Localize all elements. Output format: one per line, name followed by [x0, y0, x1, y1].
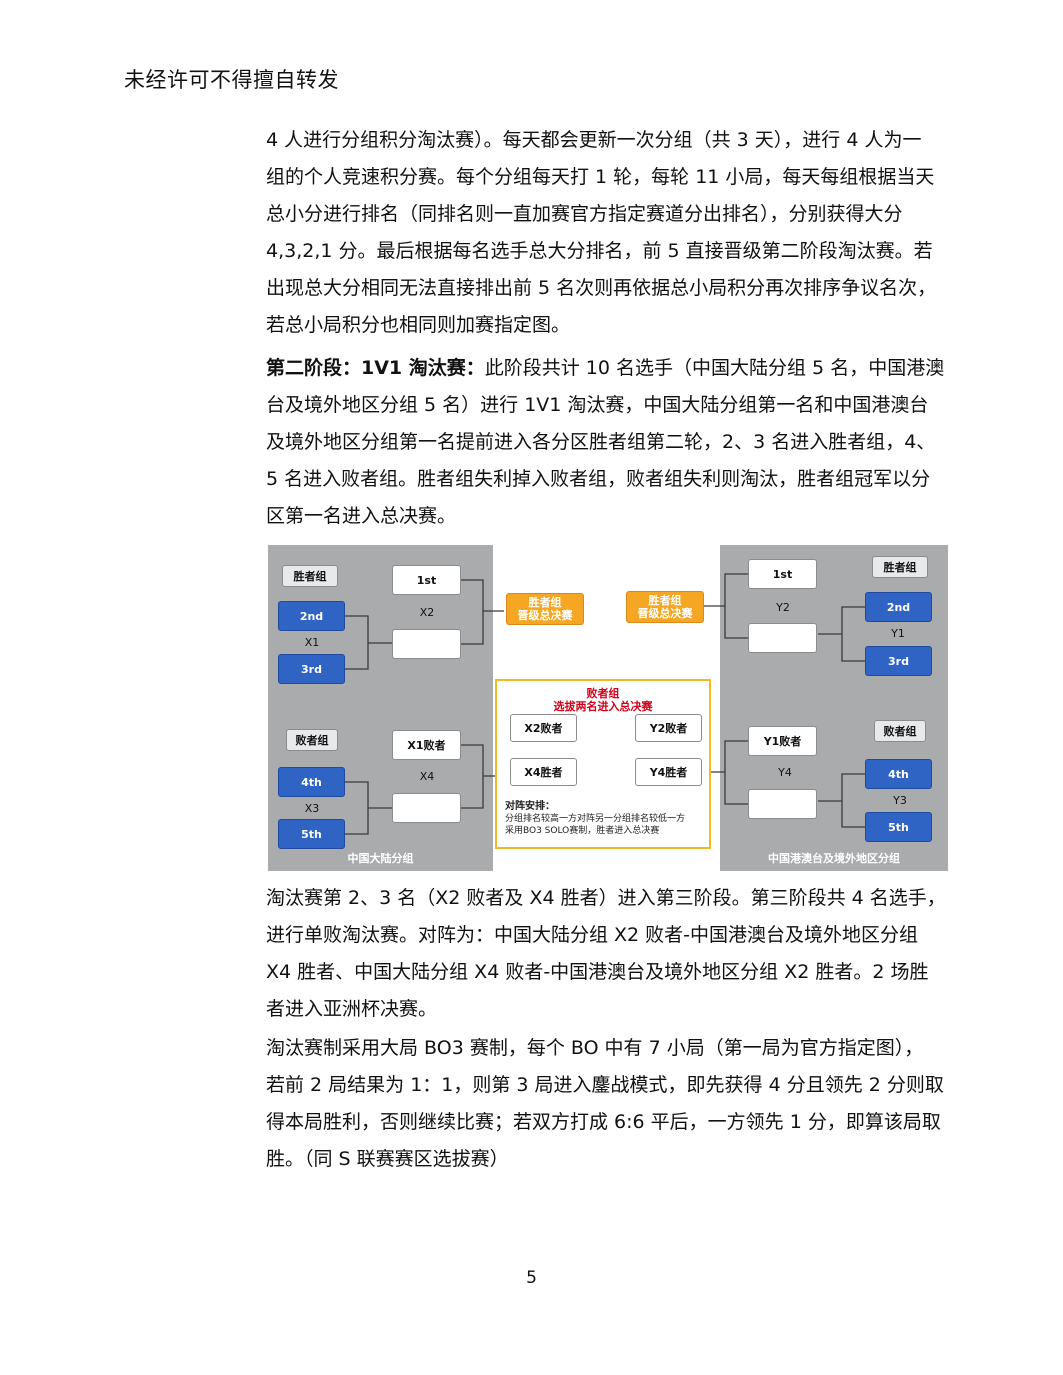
text-line: X4 胜者、中国大陆分组 X4 败者-中国港澳台及境外地区分组 X2 胜者。2 … — [266, 961, 929, 983]
text-line: 4,3,2,1 分。最后根据每名选手总大分排名，前 5 直接晋级第二阶段淘汰赛。… — [266, 240, 933, 262]
match-x3-label: X3 — [304, 802, 320, 815]
text-line: 台及境外地区分组 5 名）进行 1V1 淘汰赛，中国大陆分组第一名和中国港澳台 — [266, 394, 929, 416]
seed-1st-box: 1st — [748, 559, 817, 589]
y4-winner-box: Y4胜者 — [635, 758, 702, 786]
seed-1st-box: 1st — [392, 565, 461, 595]
matchup-notes: 对阵安排： 分组排名较高一方对阵另一分组排名较低一方 采用BO3 SOLO赛制，… — [505, 801, 685, 837]
losers-bracket-tag: 败者组 — [874, 720, 926, 742]
losers-final-title-line-2: 选拔两名进入总决赛 — [553, 700, 653, 713]
text-line: 区第一名进入总决赛。 — [266, 505, 457, 527]
match-x2-label: X2 — [419, 606, 435, 619]
losers-final-title-line-1: 败者组 — [586, 687, 620, 700]
text-line: 5 名进入败者组。胜者组失利掉入败者组，败者组失利则淘汰，胜者组冠军以分 — [266, 468, 931, 490]
page-header: 未经许可不得擅自转发 — [124, 68, 339, 92]
seed-4th-box: 4th — [278, 767, 345, 797]
text-line: 得本局胜利，否则继续比赛；若双方打成 6:6 平后，一方领先 1 分，即算该局取 — [266, 1111, 941, 1133]
seed-5th-box: 5th — [278, 819, 345, 849]
x1-loser-box: X1败者 — [392, 730, 461, 760]
page-number: 5 — [526, 1268, 537, 1288]
text-line: 淘汰赛第 2、3 名（X2 败者及 X4 胜者）进入第三阶段。第三阶段共 4 名… — [266, 887, 946, 909]
y2-loser-box: Y2败者 — [635, 714, 702, 742]
text-line: 第二阶段：1V1 淘汰赛：此阶段共计 10 名选手（中国大陆分组 5 名，中国港… — [266, 350, 956, 387]
paragraph-stage-two: 第二阶段：1V1 淘汰赛：此阶段共计 10 名选手（中国大陆分组 5 名，中国港… — [266, 350, 956, 535]
seed-2nd-box: 2nd — [278, 601, 345, 631]
text-line: 淘汰赛制采用大局 BO3 赛制，每个 BO 中有 7 小局（第一局为官方指定图）… — [266, 1037, 924, 1059]
match-x1-label: X1 — [304, 636, 320, 649]
text-line: 总小分进行排名（同排名则一直加赛官方指定赛道分出排名），分别获得大分 — [266, 203, 903, 225]
advance-line-2: 晋级总决赛 — [637, 607, 693, 620]
match-x4-label: X4 — [419, 770, 435, 783]
losers-final-panel: 败者组 选拔两名进入总决赛 X2败者 X4胜者 Y2败者 Y4胜者 对阵安排： … — [495, 679, 711, 849]
x3-winner-slot — [392, 793, 461, 823]
right-advance-final-box: 胜者组 晋级总决赛 — [626, 591, 704, 623]
bracket-connector-lines — [345, 573, 865, 835]
x2-loser-box: X2败者 — [510, 714, 577, 742]
mainland-group-caption: 中国大陆分组 — [347, 852, 414, 865]
text-line: 出现总大分相同无法直接排出前 5 名次则再依据总小局积分再次排序争议名次， — [266, 277, 937, 299]
y1-loser-box: Y1败者 — [748, 726, 817, 756]
x1-winner-slot — [392, 629, 461, 659]
text-line: 若前 2 局结果为 1：1，则第 3 局进入鏖战模式，即先获得 4 分且领先 2… — [266, 1074, 944, 1096]
y3-winner-slot — [748, 789, 817, 819]
advance-line-1: 胜者组 — [648, 594, 682, 607]
text-line: 及境外地区分组第一名提前进入各分区胜者组第二轮，2、3 名进入胜者组，4、 — [266, 431, 936, 453]
seed-5th-box: 5th — [865, 812, 932, 842]
losers-bracket-tag: 败者组 — [286, 729, 338, 751]
seed-3rd-box: 3rd — [865, 646, 932, 676]
stage-two-heading: 第二阶段：1V1 淘汰赛： — [266, 357, 485, 379]
paragraph-bo3-rules: 淘汰赛制采用大局 BO3 赛制，每个 BO 中有 7 小局（第一局为官方指定图）… — [266, 1030, 956, 1178]
matchup-notes-line-1: 分组排名较高一方对阵另一分组排名较低一方 — [505, 814, 686, 824]
text-line: 组的个人竞速积分赛。每个分组每天打 1 轮，每轮 11 小局，每天每组根据当天 — [266, 166, 935, 188]
text-line: 4 人进行分组积分淘汰赛）。每天都会更新一次分组（共 3 天），进行 4 人为一 — [266, 129, 922, 151]
matchup-notes-line-2: 采用BO3 SOLO赛制，胜者进入总决赛 — [505, 826, 660, 836]
x4-winner-box: X4胜者 — [510, 758, 577, 786]
advance-line-2: 晋级总决赛 — [517, 609, 573, 622]
winners-bracket-tag: 胜者组 — [282, 565, 338, 587]
match-y1-label: Y1 — [891, 627, 905, 640]
paragraph-stage-one: 4 人进行分组积分淘汰赛）。每天都会更新一次分组（共 3 天），进行 4 人为一… — [266, 122, 956, 344]
bracket-diagram: 中国大陆分组 中国港澳台及境外地区分组 胜者组 — [268, 545, 948, 871]
matchup-notes-title: 对阵安排： — [505, 801, 555, 812]
left-advance-final-box: 胜者组 晋级总决赛 — [506, 593, 584, 625]
text-line: 者进入亚洲杯决赛。 — [266, 998, 438, 1020]
y1-winner-slot — [748, 623, 817, 653]
overseas-group-caption: 中国港澳台及境外地区分组 — [768, 852, 900, 865]
match-y2-label: Y2 — [776, 601, 790, 614]
stage-two-intro: 此阶段共计 10 名选手（中国大陆分组 5 名，中国港澳 — [484, 357, 945, 379]
advance-line-1: 胜者组 — [528, 596, 562, 609]
winners-bracket-tag: 胜者组 — [872, 556, 928, 578]
seed-4th-box: 4th — [865, 759, 932, 789]
text-line: 胜。（同 S 联赛赛区选拔赛） — [266, 1148, 509, 1170]
text-line: 进行单败淘汰赛。对阵为：中国大陆分组 X2 败者-中国港澳台及境外地区分组 — [266, 924, 919, 946]
seed-2nd-box: 2nd — [865, 592, 932, 622]
text-line: 若总小局积分也相同则加赛指定图。 — [266, 314, 571, 336]
match-y3-label: Y3 — [893, 794, 907, 807]
match-y4-label: Y4 — [778, 766, 792, 779]
seed-3rd-box: 3rd — [278, 654, 345, 684]
paragraph-stage-three: 淘汰赛第 2、3 名（X2 败者及 X4 胜者）进入第三阶段。第三阶段共 4 名… — [266, 880, 956, 1028]
losers-final-title: 败者组 选拔两名进入总决赛 — [497, 687, 709, 713]
